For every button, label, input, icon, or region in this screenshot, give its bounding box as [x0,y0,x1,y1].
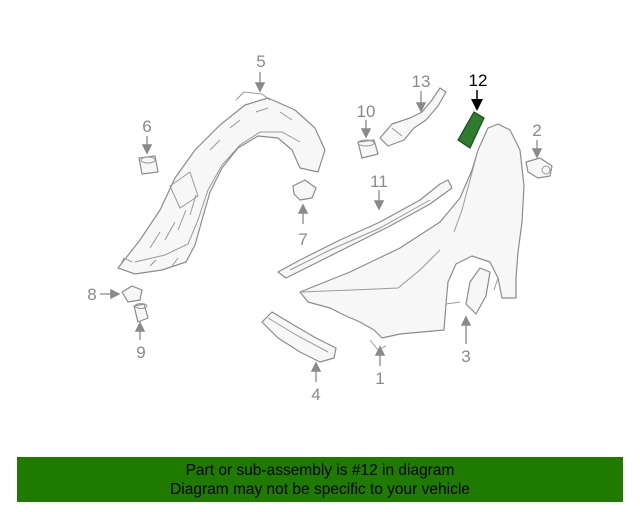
callout-7: 7 [298,230,307,249]
clip-part-6 [138,155,159,175]
callout-3: 3 [461,347,470,366]
bracket-part-13 [379,87,447,147]
front-fender-part [299,123,525,351]
leader-lines [100,72,543,382]
grommet-part-10 [357,139,379,159]
callout-2: 2 [532,121,541,140]
callout-1: 1 [375,369,384,388]
clip-part-9 [133,303,149,323]
callout-6: 6 [142,117,151,136]
bracket-part-7 [292,179,317,201]
callout-5: 5 [256,52,265,71]
callout-4: 4 [311,385,320,404]
fender-liner-part [117,91,326,275]
info-banner: Part or sub-assembly is #12 in diagram D… [17,457,623,502]
callout-12: 12 [469,71,488,90]
callout-9: 9 [136,343,145,362]
bolt-part-2 [525,157,553,179]
callout-8: 8 [87,285,96,304]
nut-part-8 [121,285,143,303]
banner-line-2: Diagram may not be specific to your vehi… [170,481,470,498]
callout-13: 13 [412,72,431,91]
callout-labels: 5 6 10 13 12 2 11 7 8 9 1 3 4 [87,52,541,404]
molding-part-11 [277,179,453,279]
callout-10: 10 [357,102,376,121]
seal-part-12-highlighted [457,111,485,149]
callout-11: 11 [370,172,388,191]
cover-part-4 [261,311,337,363]
banner-line-1: Part or sub-assembly is #12 in diagram [185,462,455,479]
splash-guard-part-3 [465,267,491,315]
